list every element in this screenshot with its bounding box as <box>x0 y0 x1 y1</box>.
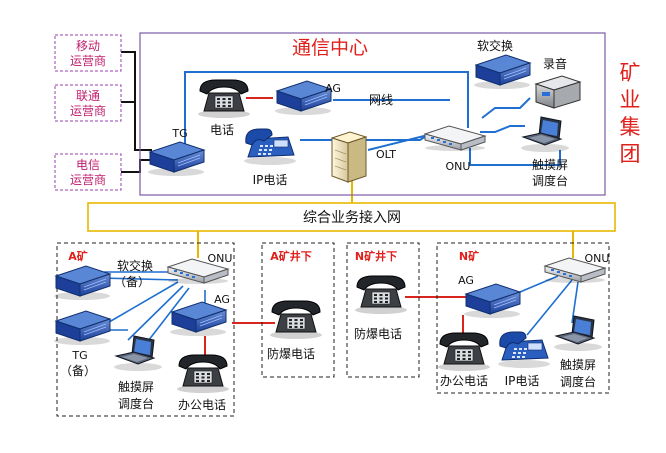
wire-label: 网线 <box>369 93 393 107</box>
mine-a-soft-switch-line2: （备） <box>114 275 150 289</box>
recorder-label: 录音 <box>543 56 567 71</box>
mine-n-links <box>519 275 579 336</box>
operator-telecom: 电信 运营商 <box>54 153 122 191</box>
operator-unicom-line1: 联通 <box>76 89 100 103</box>
access-network-links <box>197 181 574 258</box>
mine-a-touch-console: 触摸屏 调度台 <box>113 335 163 411</box>
mine-n-underground: N矿井下 防爆电话 <box>346 242 420 378</box>
mine-a-console-line1: 触摸屏 <box>118 380 154 394</box>
soft-switch-label: 软交换 <box>477 38 513 53</box>
center-ip-phone-label: IP电话 <box>253 173 288 187</box>
recorder: 录音 <box>534 56 582 109</box>
mine-a: A矿 ONU 软交换 （备） TG （备） AG 触摸屏 调度台 办公电话 <box>53 242 235 417</box>
mine-n-touch-console: 触摸屏 调度台 <box>553 315 603 389</box>
mine-a-office-phone: 办公电话 <box>176 354 230 412</box>
center-console-line2: 调度台 <box>532 173 568 188</box>
mine-n-ip-phone: IP电话 <box>497 331 551 388</box>
mine-n-onu: ONU <box>544 252 610 284</box>
center-ag: AG <box>274 80 341 116</box>
mine-a-console-line2: 调度台 <box>118 396 154 411</box>
center-ag-label: AG <box>325 82 341 95</box>
mine-a-links <box>99 271 206 346</box>
tg-gateway: TG <box>147 127 205 177</box>
operator-mobile: 移动 运营商 <box>54 34 122 72</box>
communication-center: 通信中心 矿 业 集 团 TG 电话 AG 网线 IP电话 <box>139 32 641 196</box>
operator-mobile-line2: 运营商 <box>70 53 106 68</box>
mine-a-underground: A矿井下 防爆电话 <box>261 242 335 378</box>
tg-label: TG <box>171 127 187 140</box>
operator-mobile-line1: 移动 <box>76 39 100 53</box>
operator-telecom-line1: 电信 <box>76 158 100 172</box>
mine-n-office-phone-label: 办公电话 <box>440 373 488 388</box>
center-console-line1: 触摸屏 <box>532 158 568 172</box>
olt-cabinet: OLT <box>330 131 396 183</box>
center-ip-phone: IP电话 <box>243 128 297 187</box>
olt-label: OLT <box>376 148 396 161</box>
mine-a-explosion-phone-label: 防爆电话 <box>267 346 315 361</box>
group-title-char-3: 集 <box>620 115 641 139</box>
mine-n-ag-label: AG <box>458 274 474 287</box>
mine-n-console-line2: 调度台 <box>560 374 596 389</box>
center-onu-label: ONU <box>446 160 471 173</box>
mine-n-explosion-phone-label: 防爆电话 <box>354 326 402 341</box>
operator-telecom-line2: 运营商 <box>70 172 106 187</box>
mine-n-console-line1: 触摸屏 <box>560 358 596 372</box>
access-network: 综合业务接入网 <box>87 202 616 232</box>
mine-a-soft-switch: 软交换 （备） <box>53 258 153 301</box>
mine-n-title: N矿 <box>459 249 479 263</box>
mine-n-office-phone: 办公电话 <box>437 332 491 388</box>
mine-a-onu: ONU <box>167 252 233 285</box>
center-touch-console: 触摸屏 调度台 <box>520 116 570 188</box>
mine-n-ip-phone-label: IP电话 <box>505 374 540 388</box>
mine-a-tg: TG （备） <box>53 310 111 378</box>
mine-n: N矿 ONU AG 办公电话 IP电话 触摸屏 调度台 <box>436 242 610 394</box>
mine-a-onu-label: ONU <box>208 252 233 265</box>
center-title: 通信中心 <box>292 37 368 59</box>
mine-n-explosion-phone: 防爆电话 <box>354 275 408 341</box>
mine-a-soft-switch-line1: 软交换 <box>117 258 153 273</box>
operator-unicom: 联通 运营商 <box>54 84 122 122</box>
center-phone: 电话 <box>197 79 251 137</box>
center-soft-switch: 软交换 <box>473 38 531 90</box>
group-title-char-4: 团 <box>620 142 641 166</box>
mine-a-title: A矿 <box>68 249 88 263</box>
mine-a-ag: AG <box>169 293 230 337</box>
operators: 移动 运营商 联通 运营商 电信 运营商 <box>54 34 122 191</box>
mine-a-tg-line2: （备） <box>60 364 96 378</box>
group-title-char-2: 业 <box>620 88 641 112</box>
operator-unicom-line2: 运营商 <box>70 103 106 118</box>
mine-a-explosion-phone: 防爆电话 <box>267 300 323 361</box>
mine-n-onu-label: ONU <box>585 252 610 265</box>
mine-a-under-title: A矿井下 <box>270 249 312 263</box>
mine-a-tg-line1: TG <box>71 349 87 362</box>
access-network-label: 综合业务接入网 <box>303 209 401 226</box>
mine-a-ag-label: AG <box>214 293 230 306</box>
center-phone-label: 电话 <box>210 123 234 137</box>
operator-links <box>121 51 152 173</box>
mine-n-ag: AG <box>458 274 521 319</box>
mine-n-under-title: N矿井下 <box>355 249 397 263</box>
mine-a-office-phone-label: 办公电话 <box>178 397 226 412</box>
center-onu: ONU <box>424 125 486 173</box>
group-title-char-1: 矿 <box>620 61 641 85</box>
